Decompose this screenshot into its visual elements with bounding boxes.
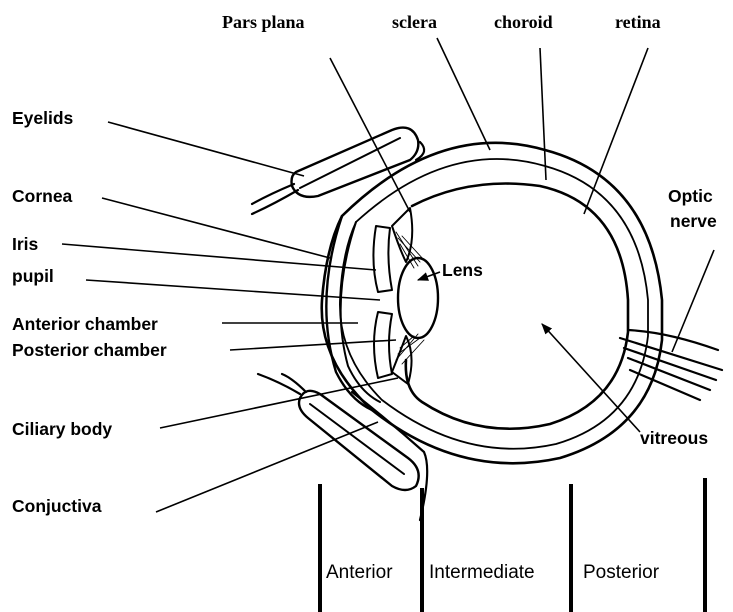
leader-lines [62, 38, 714, 512]
label-posterior-chamber: Posterior chamber [12, 340, 167, 360]
label-eyelids: Eyelids [12, 108, 74, 128]
retina-outline [406, 184, 628, 429]
region-dividers [320, 478, 705, 612]
label-conjuctiva: Conjuctiva [12, 496, 102, 516]
ciliary-body-lower [392, 336, 412, 384]
region-intermediate: Intermediate [429, 562, 535, 583]
region-posterior: Posterior [583, 562, 660, 583]
iris-lower [374, 312, 392, 378]
leader-optic-nerve [672, 250, 714, 352]
leader-pupil [86, 280, 380, 300]
label-pupil: pupil [12, 266, 54, 286]
label-optic-nerve-line1: Optic [668, 186, 713, 206]
label-vitreous: vitreous [640, 428, 708, 448]
label-pars-plana: Pars plana [222, 12, 305, 32]
lower-eyelid [258, 374, 419, 490]
label-retina: retina [615, 12, 661, 32]
leader-choroid [540, 48, 546, 180]
label-lens: Lens [442, 260, 483, 280]
leader-eyelids [108, 122, 304, 176]
leader-posterior-chamber [230, 340, 396, 350]
iris-upper [373, 226, 392, 292]
optic-nerve [620, 330, 722, 400]
choroid-outline [340, 159, 648, 449]
label-iris: Iris [12, 234, 39, 254]
leader-conjuctiva [156, 422, 378, 512]
leader-cornea [102, 198, 330, 258]
lens [398, 258, 438, 338]
region-anterior: Anterior [326, 562, 393, 583]
leader-sclera [437, 38, 490, 150]
leader-pars-plana [330, 58, 410, 212]
conjunctiva-outline [352, 392, 427, 520]
label-optic-nerve-line2: nerve [670, 211, 717, 231]
label-ciliary-body: Ciliary body [12, 419, 112, 439]
label-cornea: Cornea [12, 186, 73, 206]
ciliary-body [392, 208, 412, 262]
label-sclera: sclera [392, 12, 437, 32]
label-anterior-chamber: Anterior chamber [12, 314, 158, 334]
label-choroid: choroid [494, 12, 553, 32]
